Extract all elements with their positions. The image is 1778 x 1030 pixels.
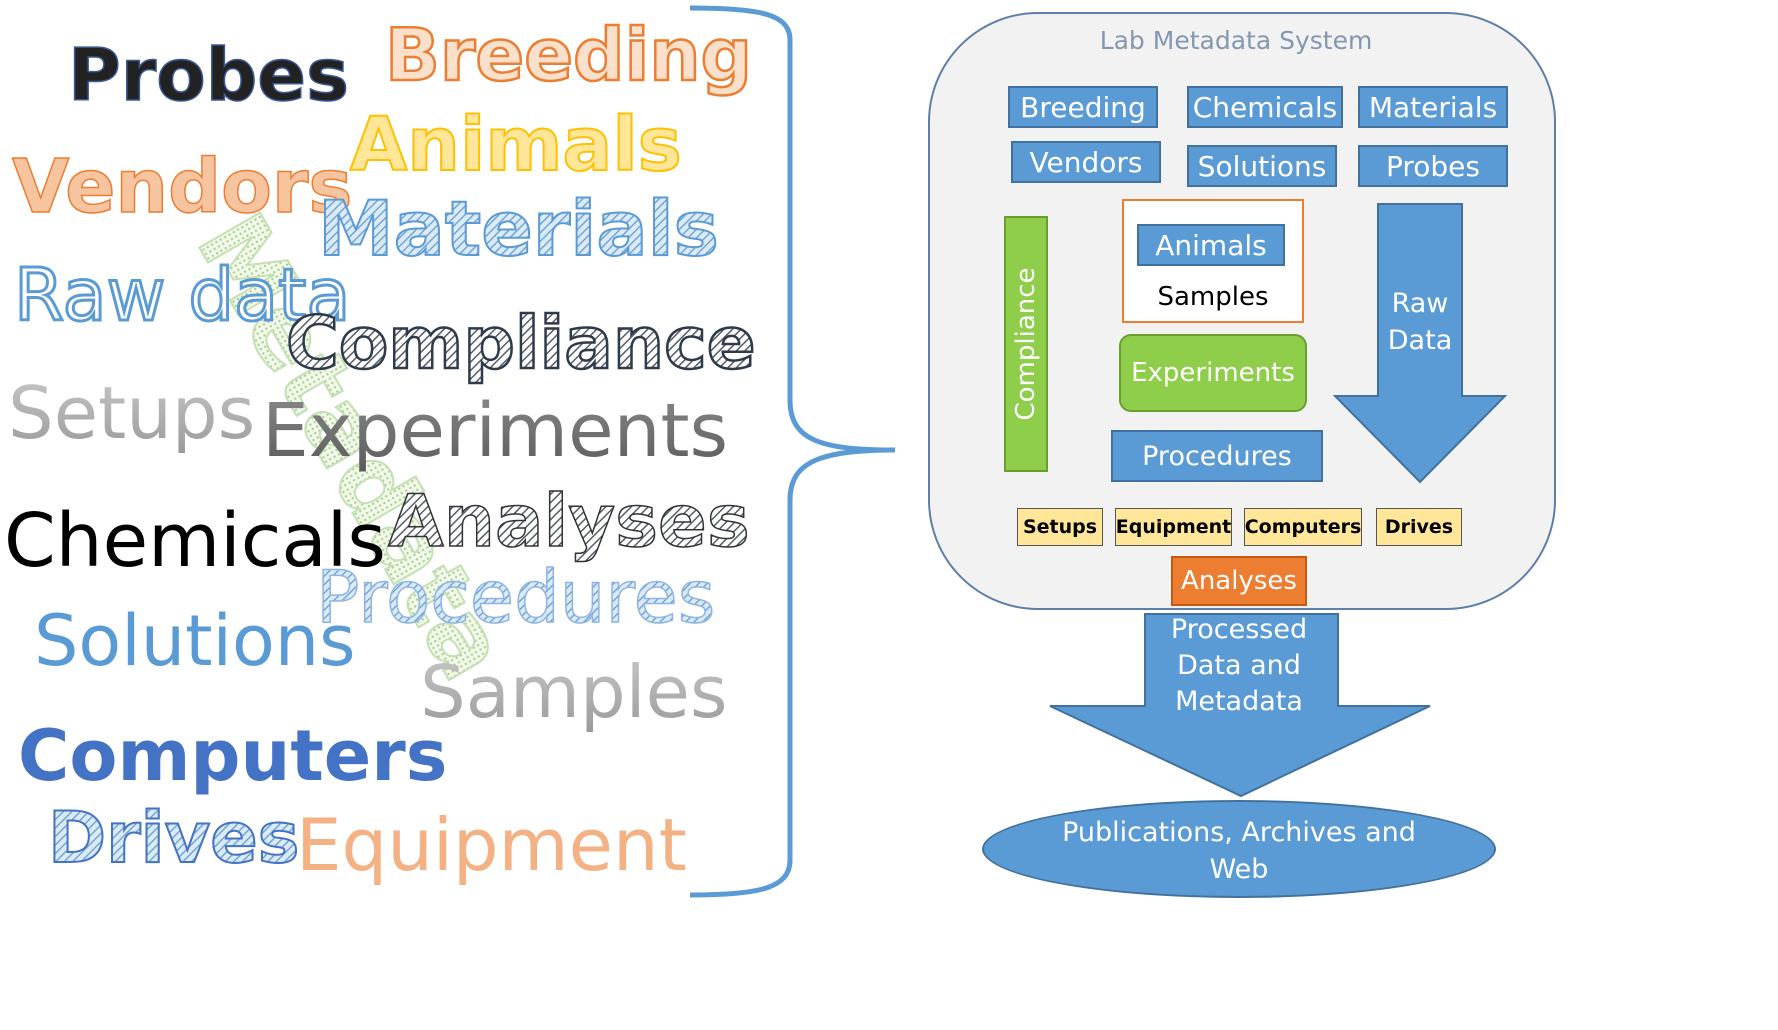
word-probes: Probes (68, 33, 349, 117)
word-procedures: Procedures (316, 555, 715, 639)
raw-data-label-2: Data (1387, 325, 1453, 356)
raw-data-label-1: Raw (1391, 288, 1449, 319)
processed-label-3: Metadata (1175, 686, 1303, 717)
box-vendors: Vendors (1011, 141, 1161, 183)
box-compliance: Compliance (1004, 216, 1048, 472)
word-setups: Setups (8, 371, 255, 455)
box-setups: Setups (1017, 508, 1103, 546)
publications-label-1: Publications, Archives and (1062, 817, 1416, 848)
samples-label: Samples (1157, 282, 1269, 312)
word-chemicals: Chemicals (4, 498, 386, 584)
processed-label-1: Processed (1170, 614, 1308, 645)
box-experiments: Experiments (1119, 334, 1307, 412)
word-solutions: Solutions (34, 600, 356, 682)
word-vendors: Vendors (12, 144, 352, 230)
word-raw-data: Raw data (14, 253, 351, 337)
compliance-label: Compliance (1011, 267, 1041, 421)
word-equipment: Equipment (296, 803, 687, 887)
raw-data-arrow (1332, 203, 1508, 484)
box-animals: Animals (1137, 224, 1285, 266)
box-chemicals: Chemicals (1187, 86, 1343, 128)
word-drives: Drives (48, 797, 299, 879)
box-solutions: Solutions (1187, 145, 1337, 187)
word-compliance: Compliance (286, 301, 756, 385)
box-computers: Computers (1244, 508, 1362, 546)
publications-ellipse (982, 800, 1496, 898)
box-procedures: Procedures (1111, 430, 1323, 482)
box-analyses: Analyses (1171, 556, 1307, 606)
word-experiments: Experiments (262, 388, 728, 474)
word-computers: Computers (18, 715, 447, 797)
word-animals: Animals (350, 102, 682, 188)
word-materials: Materials (318, 184, 719, 273)
word-breeding: Breeding (385, 13, 752, 97)
publications-label-2: Web (1209, 854, 1269, 885)
word-analyses: Analyses (388, 479, 750, 563)
box-breeding: Breeding (1008, 86, 1158, 128)
word-samples: Samples (420, 650, 727, 734)
box-drives: Drives (1376, 508, 1462, 546)
curly-brace (689, 5, 896, 898)
box-equipment: Equipment (1115, 508, 1232, 546)
system-title: Lab Metadata System (1099, 26, 1373, 55)
box-materials: Materials (1358, 86, 1508, 128)
processed-data-arrow (1049, 613, 1431, 798)
box-probes: Probes (1358, 145, 1508, 187)
processed-label-2: Data and (1177, 650, 1301, 681)
